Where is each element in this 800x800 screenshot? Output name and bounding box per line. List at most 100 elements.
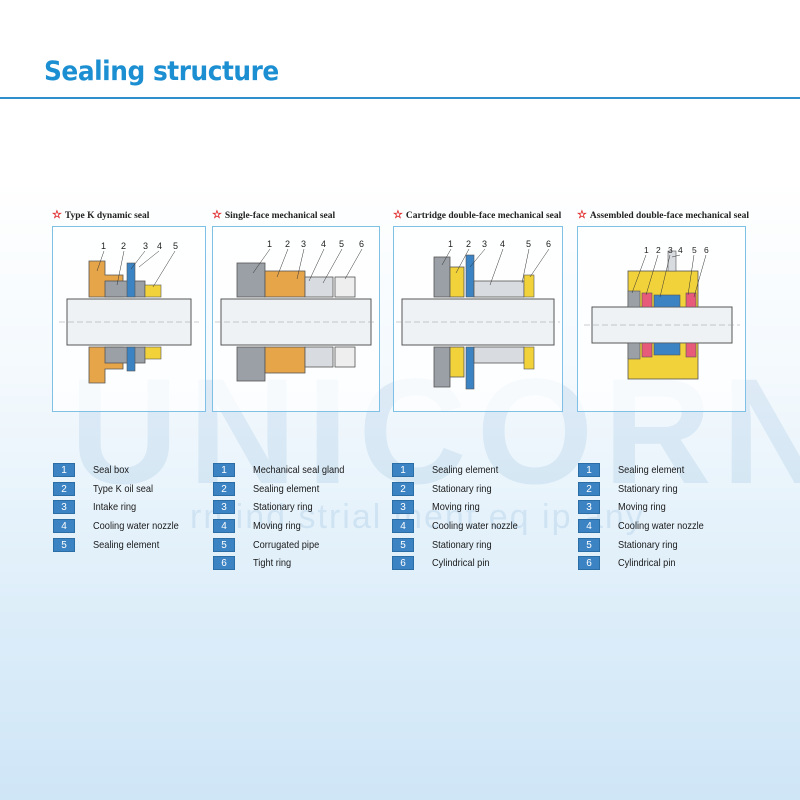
legend-number: 1: [392, 463, 414, 477]
seal-diagram-svg: 1 2 3 4 5 6: [396, 239, 560, 390]
legend-item: 6 Tight ring: [213, 556, 296, 570]
panel-title: ☆Single-face mechanical seal: [212, 208, 335, 221]
cylindrical-pin-bottom: [685, 342, 697, 358]
legend-item: 1 Mechanical seal gland: [213, 463, 357, 477]
legend-item: 4 Cooling water nozzle: [53, 519, 190, 533]
stationary-ring-top: [449, 266, 465, 298]
legend-item: 5 Corrugated pipe: [213, 538, 328, 552]
seal-diagram-svg: 1 2 3 4 5 6: [584, 245, 740, 380]
callout-3: 3: [482, 239, 487, 249]
legend-label: Intake ring: [93, 501, 137, 513]
legend-item: 4 Cooling water nozzle: [578, 519, 715, 533]
callout-5: 5: [173, 241, 178, 251]
legend-number: 5: [392, 538, 414, 552]
callout-6: 6: [704, 245, 709, 255]
cylindrical-pin-top: [523, 274, 535, 298]
diagram-type-k-seal: 1 2 3 4 5: [52, 226, 206, 412]
callout-3: 3: [668, 245, 673, 255]
legend-label: Stationary ring: [618, 539, 678, 551]
legend-label: Moving ring: [432, 501, 480, 513]
legend-label: Moving ring: [253, 520, 301, 532]
diagram-single-face-seal: 1 2 3 4 5 6: [212, 226, 380, 412]
legend-label: Cooling water nozzle: [93, 520, 179, 532]
callout-1: 1: [448, 239, 453, 249]
star-icon: ☆: [577, 209, 587, 221]
cylindrical-pin-top: [685, 292, 697, 308]
panel-title-text: Assembled double-face mechanical seal: [589, 211, 749, 221]
star-icon: ☆: [393, 209, 403, 221]
callout-4: 4: [157, 241, 162, 251]
panel-title: ☆Assembled double-face mechanical seal: [577, 208, 749, 221]
callout-3: 3: [301, 239, 306, 249]
callout-3: 3: [143, 241, 148, 251]
callout-1: 1: [267, 239, 272, 249]
legend-label: Sealing element: [93, 539, 160, 551]
diagram-assembled-double-face-seal: 1 2 3 4 5 6: [577, 226, 746, 412]
legend-number: 2: [392, 482, 414, 496]
legend-number: 4: [578, 519, 600, 533]
callout-5: 5: [339, 239, 344, 249]
legend-label: Sealing element: [432, 464, 499, 476]
stationary-ring-bottom: [449, 346, 465, 378]
callout-1: 1: [644, 245, 649, 255]
legend-number: 6: [213, 556, 235, 570]
callout-2: 2: [656, 245, 661, 255]
cylindrical-pin-bottom: [523, 346, 535, 370]
legend-number: 2: [53, 482, 75, 496]
legend-item: 3 Intake ring: [53, 500, 142, 514]
legend-label: Moving ring: [618, 501, 666, 513]
sealing-element-bottom: [264, 346, 306, 374]
legend-number: 4: [53, 519, 75, 533]
callout-1: 1: [101, 241, 106, 251]
legend-number: 2: [578, 482, 600, 496]
housing-bottom: [473, 346, 525, 364]
legend-item: 5 Stationary ring: [392, 538, 500, 552]
panel-title: ☆Cartridge double-face mechanical seal: [393, 208, 561, 221]
legend-label: Mechanical seal gland: [253, 464, 345, 476]
legend-label: Sealing element: [618, 464, 685, 476]
star-icon: ☆: [212, 209, 222, 221]
sealing-element-top: [433, 256, 451, 298]
legend-label: Stationary ring: [432, 539, 492, 551]
legend-label: Cooling water nozzle: [618, 520, 704, 532]
tight-ring-bottom: [334, 346, 356, 368]
callout-4: 4: [678, 245, 683, 255]
sealing-element-top: [144, 284, 162, 298]
diagram-cartridge-double-face-seal: 1 2 3 4 5 6: [393, 226, 563, 412]
corrugated-pipe-bottom: [304, 346, 334, 368]
panel-title: ☆Type K dynamic seal: [52, 208, 149, 221]
tight-ring-top: [334, 276, 356, 298]
legend-number: 4: [213, 519, 235, 533]
oil-seal-top: [104, 280, 146, 298]
legend-number: 5: [578, 538, 600, 552]
legend-number: 3: [578, 500, 600, 514]
legend-number: 1: [213, 463, 235, 477]
callout-6: 6: [359, 239, 364, 249]
legend-label: Tight ring: [253, 557, 292, 569]
moving-ring-top: [465, 254, 475, 298]
callout-6: 6: [546, 239, 551, 249]
corrugated-pipe-top: [304, 276, 334, 298]
sealing-element-top: [264, 270, 306, 298]
moving-ring-top: [653, 294, 681, 308]
moving-ring-bottom: [653, 342, 681, 356]
callout-5: 5: [692, 245, 697, 255]
stationary-ring-top: [641, 292, 653, 308]
legend-number: 5: [213, 538, 235, 552]
legend-label: Corrugated pipe: [253, 539, 320, 551]
housing-top: [473, 280, 525, 298]
oil-seal-bottom: [104, 346, 146, 364]
page-title: Sealing structure: [44, 56, 279, 87]
legend-number: 3: [53, 500, 75, 514]
seal-diagram-svg: 1 2 3 4 5: [59, 241, 199, 384]
